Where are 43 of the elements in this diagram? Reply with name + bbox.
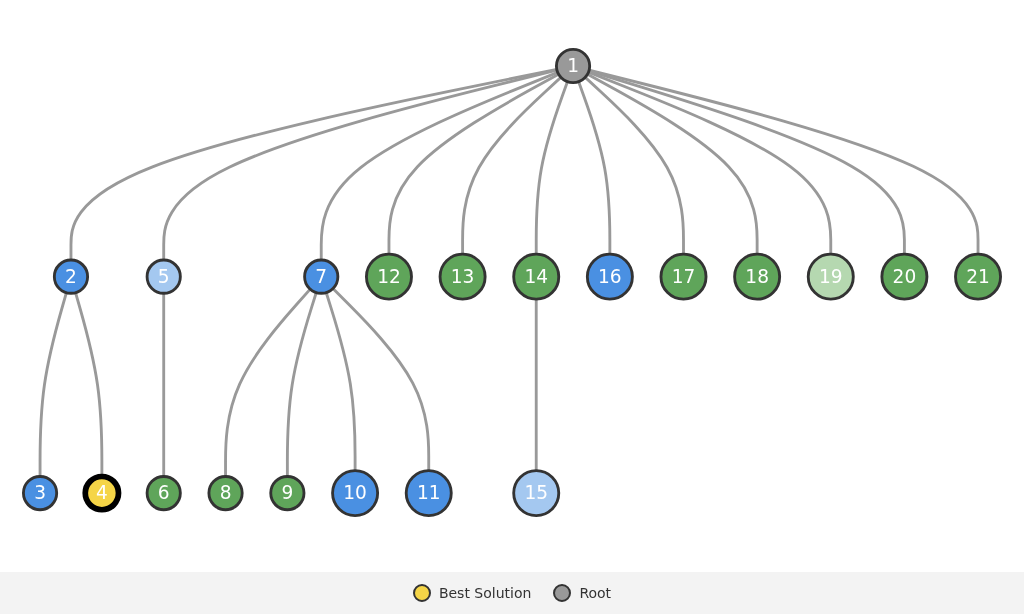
connector: [324, 292, 357, 472]
connector: [387, 73, 560, 255]
connector: [584, 76, 685, 255]
node-circle: 8: [207, 475, 244, 512]
connector: [461, 76, 562, 255]
node-circle: 19: [806, 253, 855, 302]
connector: [224, 288, 312, 477]
connector: [74, 292, 104, 477]
node-circle: 15: [512, 469, 561, 518]
node-circle: 16: [585, 253, 634, 302]
node-circle: 6: [145, 475, 182, 512]
connector: [162, 69, 558, 261]
node-circle: 13: [438, 253, 487, 302]
legend-label: Best Solution: [438, 585, 532, 601]
connector: [587, 71, 833, 255]
connector: [38, 292, 68, 477]
connector: [162, 293, 166, 477]
node-circle: 3: [22, 475, 59, 512]
node-circle: 17: [659, 253, 708, 302]
connector: [588, 70, 906, 255]
connector: [319, 71, 559, 261]
node-circle: 5: [145, 259, 182, 296]
node-circle: 21: [954, 253, 1002, 302]
node-circle: 1: [555, 48, 592, 85]
connector: [285, 292, 318, 477]
node-circle: 11: [404, 469, 453, 518]
node-circle: 4: [82, 474, 122, 514]
node-circle: 14: [512, 253, 561, 302]
node-circle: 20: [880, 253, 929, 302]
node-circle: 2: [52, 259, 90, 296]
node-circle: 7: [303, 259, 340, 296]
connector: [534, 299, 538, 472]
node-circle: 9: [269, 475, 306, 512]
node-circle: 10: [331, 469, 380, 518]
connector: [331, 287, 431, 472]
legend-label: Root: [579, 585, 612, 601]
connector: [534, 81, 569, 255]
node-circle: 18: [733, 253, 782, 302]
connector: [586, 73, 759, 255]
connector: [577, 81, 612, 255]
node-circle: 12: [365, 253, 413, 302]
connector: [588, 69, 980, 255]
connector: [69, 68, 558, 261]
